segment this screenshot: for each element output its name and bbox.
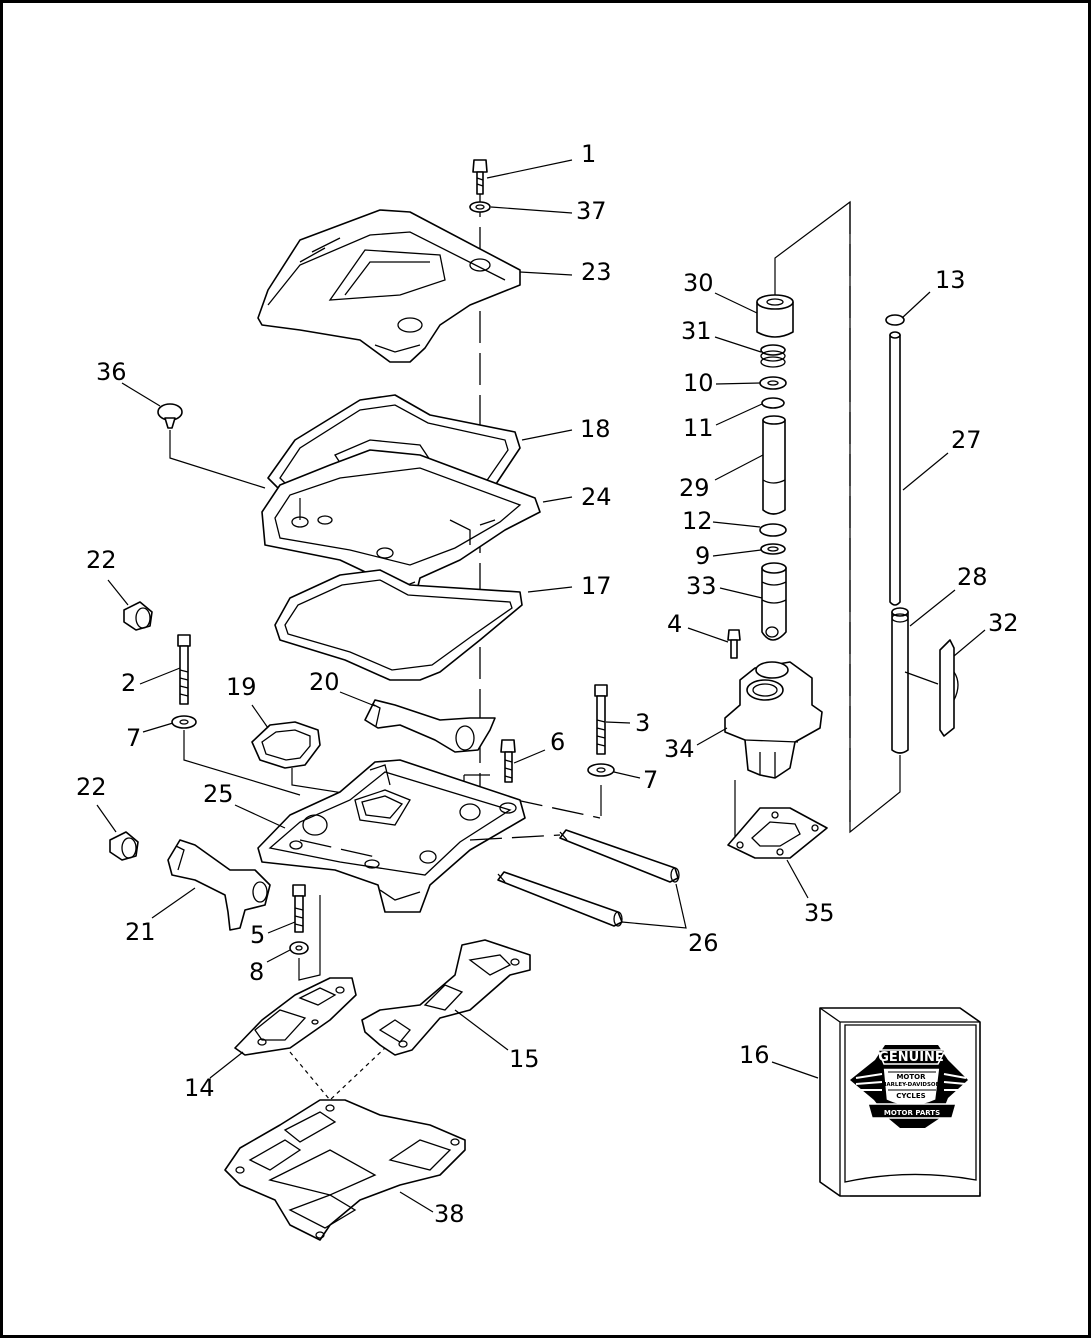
part-28-pushrod-tube xyxy=(891,607,909,754)
callout-33: 33 xyxy=(686,572,717,600)
callout-29: 29 xyxy=(679,474,710,502)
part-7-washer-right xyxy=(587,763,615,777)
callout-32: 32 xyxy=(988,609,1019,637)
callout-2: 2 xyxy=(121,669,136,697)
part-15-gasket xyxy=(361,939,531,1056)
part-13-o-ring xyxy=(885,314,905,326)
part-14-gasket xyxy=(234,977,357,1056)
part-1-bolt xyxy=(472,159,488,195)
part-5-bolt xyxy=(292,884,306,933)
part-6-bolt xyxy=(500,739,516,783)
callout-leaders xyxy=(96,159,986,1213)
part-37-washer xyxy=(469,201,491,213)
logo-genuine-text: GENUINE xyxy=(878,1050,944,1065)
callout-35: 35 xyxy=(804,899,835,927)
part-2-bolt xyxy=(177,634,191,705)
genuine-motor-parts-logo: GENUINE MOTOR HARLEY-DAVIDSON CYCLES MOT… xyxy=(850,1045,968,1128)
part-11-o-ring xyxy=(761,397,785,409)
part-22-cap-upper xyxy=(123,601,153,631)
part-38-base-gasket xyxy=(224,1099,466,1241)
part-22-cap-lower xyxy=(109,831,139,861)
part-3-bolt xyxy=(594,684,608,755)
part-35-gasket xyxy=(727,807,828,859)
part-17-gasket xyxy=(274,569,523,681)
callout-16: 16 xyxy=(739,1041,770,1069)
part-36-plug xyxy=(157,403,183,429)
part-30-cup xyxy=(756,294,794,338)
callout-37: 37 xyxy=(576,197,607,225)
callout-1: 1 xyxy=(581,140,596,168)
callout-34: 34 xyxy=(664,735,695,763)
part-26-rocker-shafts xyxy=(497,829,680,927)
part-10-washer xyxy=(759,376,787,390)
part-8-washer xyxy=(289,941,309,955)
part-7-washer-left xyxy=(171,715,197,729)
part-34-lifter-block xyxy=(724,661,823,779)
callout-13: 13 xyxy=(935,266,966,294)
logo-motor-text: MOTOR xyxy=(896,1073,926,1081)
callout-11: 11 xyxy=(683,414,714,442)
part-23-rocker-cover xyxy=(257,209,521,363)
callout-4: 4 xyxy=(667,610,682,638)
callout-30: 30 xyxy=(683,269,714,297)
part-31-spring xyxy=(760,344,786,368)
callout-10: 10 xyxy=(683,369,714,397)
callout-21: 21 xyxy=(125,918,156,946)
part-27-pushrod xyxy=(889,331,901,606)
part-4-bolt xyxy=(727,629,741,659)
callout-22-lower: 22 xyxy=(76,773,107,801)
callout-38: 38 xyxy=(434,1200,465,1228)
callout-36: 36 xyxy=(96,358,127,386)
callout-20: 20 xyxy=(309,668,340,696)
callout-14: 14 xyxy=(184,1074,215,1102)
callout-7-right: 7 xyxy=(643,766,658,794)
callout-12: 12 xyxy=(682,507,713,535)
logo-brand-text: HARLEY-DAVIDSON xyxy=(882,1082,941,1088)
callout-23: 23 xyxy=(581,258,612,286)
part-32-clip xyxy=(939,639,959,737)
callout-19: 19 xyxy=(226,673,257,701)
part-16-manual: GENUINE MOTOR HARLEY-DAVIDSON CYCLES MOT… xyxy=(819,1007,981,1197)
logo-motor-parts-text: MOTOR PARTS xyxy=(884,1109,940,1117)
callout-5: 5 xyxy=(250,921,265,949)
callout-26: 26 xyxy=(688,929,719,957)
part-33-lifter xyxy=(761,562,787,641)
callout-31: 31 xyxy=(681,317,712,345)
logo-cycles-text: CYCLES xyxy=(896,1092,925,1100)
callout-22-upper: 22 xyxy=(86,546,117,574)
callout-28: 28 xyxy=(957,563,988,591)
callout-7-left: 7 xyxy=(126,724,141,752)
part-12-o-ring xyxy=(759,523,787,537)
callout-9: 9 xyxy=(695,542,710,570)
part-21-rocker-arm xyxy=(167,839,271,931)
callout-27: 27 xyxy=(951,426,982,454)
callout-18: 18 xyxy=(580,415,611,443)
callout-labels: 1 37 23 36 18 24 17 22 2 7 19 20 3 6 7 2… xyxy=(76,140,1019,1228)
callout-8: 8 xyxy=(249,958,264,986)
part-25-rocker-support xyxy=(257,759,526,913)
callout-15: 15 xyxy=(509,1045,540,1073)
callout-3: 3 xyxy=(635,709,650,737)
callout-24: 24 xyxy=(581,483,612,511)
part-29-pushrod-cover xyxy=(762,415,786,515)
part-19-gasket xyxy=(251,721,321,769)
callout-17: 17 xyxy=(581,572,612,600)
callout-6: 6 xyxy=(550,728,565,756)
part-9-washer xyxy=(760,543,786,555)
callout-25: 25 xyxy=(203,780,234,808)
